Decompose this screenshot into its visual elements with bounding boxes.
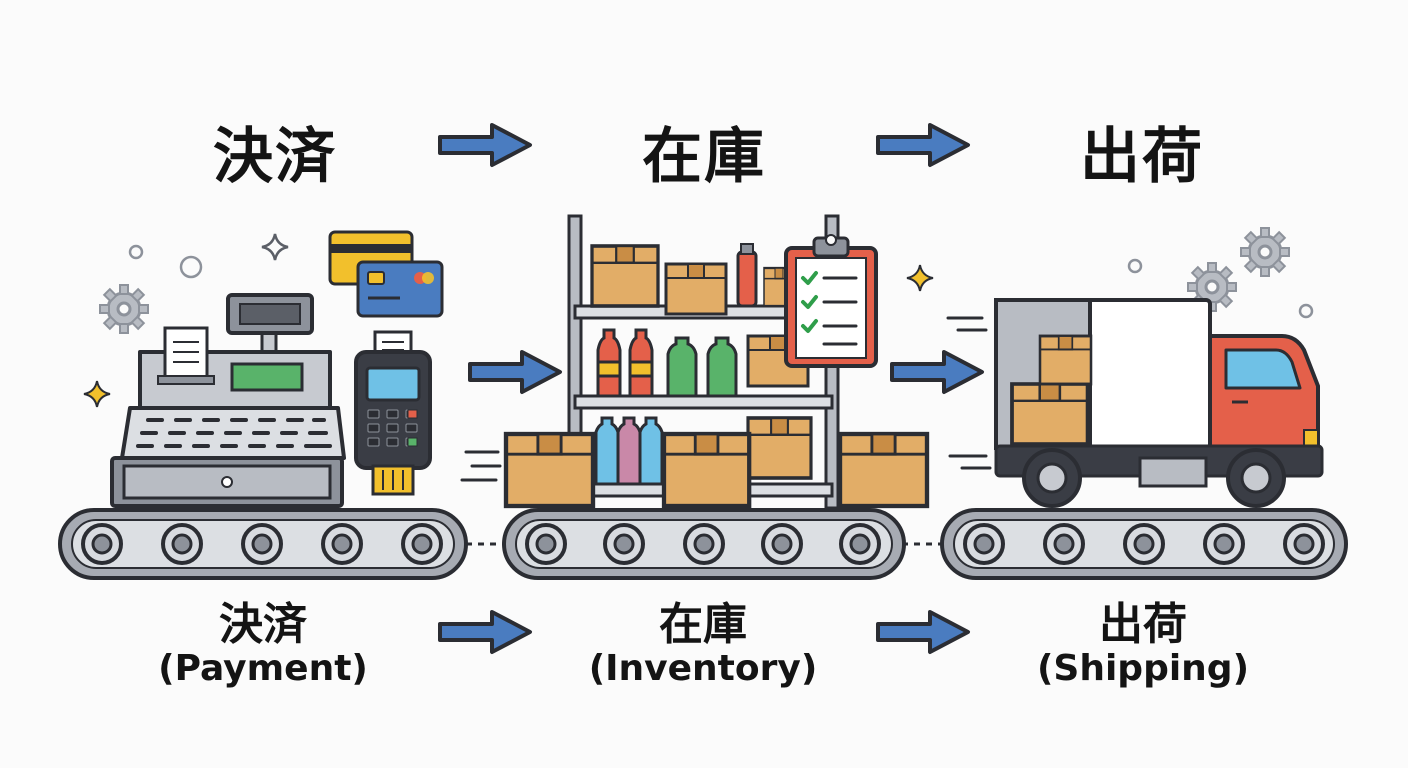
stage-caption-en: (Payment)	[158, 648, 368, 690]
conveyor-belt-shipping	[940, 508, 1348, 580]
card-terminal-icon	[354, 330, 432, 496]
stage-caption-en: (Shipping)	[1036, 648, 1250, 690]
credit-card-icon	[328, 230, 444, 318]
cardboard-box	[506, 434, 593, 506]
decor-circle	[179, 255, 203, 279]
stage-caption-inventory: 在庫 (Inventory)	[543, 600, 863, 690]
stage-caption-jp: 在庫	[659, 599, 747, 650]
gear-icon	[1239, 226, 1291, 278]
sparkle-icon	[906, 264, 934, 292]
decor-circle	[1298, 303, 1314, 319]
cardboard-box	[1010, 382, 1090, 446]
stage-title-payment: 決済	[213, 122, 337, 192]
motion-lines	[460, 316, 992, 482]
stage-title-shipping: 出荷	[1080, 122, 1204, 192]
decor-circle	[128, 244, 144, 260]
flow-arrow-top-2	[876, 123, 970, 167]
clipboard-checklist-icon	[784, 234, 878, 368]
flow-arrow-bottom-1	[438, 610, 532, 654]
flow-arrow-bottom-2	[876, 610, 970, 654]
stage-caption-jp: 出荷	[1099, 599, 1187, 650]
cardboard-box	[664, 434, 749, 506]
cardboard-box	[590, 244, 660, 308]
stage-caption-payment: 決済 (Payment)	[103, 600, 423, 690]
stage-caption-jp: 決済	[219, 599, 307, 650]
gear-icon	[98, 283, 150, 335]
stage-caption-en: (Inventory)	[588, 648, 818, 690]
sparkle-icon	[260, 232, 290, 262]
sparkle-icon	[83, 380, 111, 408]
cardboard-box	[1038, 334, 1093, 386]
stage-title-inventory: 在庫	[642, 122, 766, 192]
cardboard-box	[746, 416, 813, 480]
flow-arrow-middle-1	[468, 350, 562, 394]
cardboard-box	[664, 262, 728, 316]
conveyor-belt-payment	[58, 508, 468, 580]
cash-register-icon	[110, 293, 346, 508]
stage-caption-shipping: 出荷 (Shipping)	[983, 600, 1303, 690]
conveyor-belt-inventory	[502, 508, 906, 580]
flow-arrow-middle-2	[890, 350, 984, 394]
decor-circle	[1127, 258, 1143, 274]
flow-arrow-top-1	[438, 123, 532, 167]
cardboard-box	[840, 434, 927, 506]
delivery-truck-icon	[994, 298, 1324, 508]
